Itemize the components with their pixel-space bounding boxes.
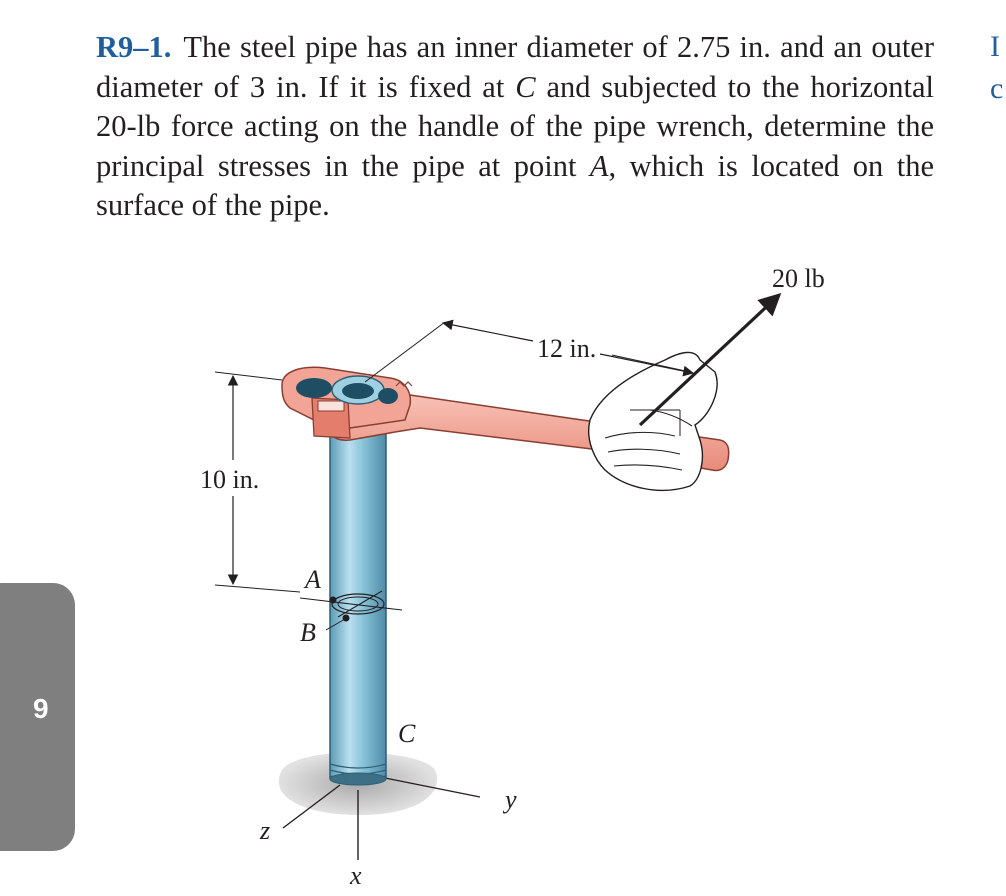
problem-line-2a: an outer diameter of 3 in. If it is fixe… bbox=[96, 30, 934, 104]
axis-z-label: z bbox=[259, 816, 270, 845]
section-diagonal bbox=[337, 590, 383, 618]
pipe-top-hole bbox=[342, 383, 374, 399]
point-c-label: C bbox=[398, 719, 416, 748]
wrench-adjuster bbox=[317, 400, 345, 412]
dim-10-label-bg bbox=[196, 460, 268, 496]
steel-pipe bbox=[329, 419, 387, 779]
height-label: 10 in. bbox=[200, 465, 259, 494]
axis-y-line bbox=[384, 777, 481, 798]
problem-line-2b: and subjected to bbox=[535, 69, 752, 104]
wrench-right-hole bbox=[378, 388, 398, 404]
axis-y-label: y bbox=[502, 785, 517, 814]
point-b-marker bbox=[342, 614, 350, 622]
clipped-text-edge-2: c bbox=[990, 72, 1004, 105]
problem-line-4: wrench, determine the principal stresses… bbox=[96, 109, 934, 183]
symbol-c: C bbox=[515, 69, 536, 104]
problem-statement: R9–1. The steel pipe has an inner diamete… bbox=[96, 28, 934, 226]
problem-line-1: The steel pipe has an inner diameter of … bbox=[183, 30, 825, 64]
force-label: 20 lb bbox=[772, 264, 825, 293]
wrench-left-hole bbox=[296, 378, 332, 398]
force-arrow bbox=[638, 292, 782, 427]
section-ring-outer bbox=[331, 593, 385, 615]
axis-z-line bbox=[282, 784, 341, 829]
length-label: 12 in. bbox=[537, 334, 596, 363]
hand bbox=[588, 351, 718, 492]
dim-12-line-left bbox=[441, 319, 534, 342]
section-ring-inner bbox=[337, 596, 379, 612]
problem-line-5a: point bbox=[513, 148, 590, 183]
dim-10-bottom-ext bbox=[214, 584, 301, 593]
problem-line-3: the horizontal 20-lb force acting on the… bbox=[96, 69, 935, 144]
point-b-leader bbox=[325, 618, 346, 631]
wrench-teeth bbox=[395, 381, 413, 387]
point-b-label: B bbox=[300, 618, 316, 647]
chapter-number: 9 bbox=[33, 693, 49, 724]
pipe-base bbox=[329, 772, 387, 786]
dim-10-top-ext bbox=[214, 371, 283, 381]
chapter-tab bbox=[0, 583, 75, 851]
axis-x-label: x bbox=[349, 861, 362, 890]
problem-number: R9–1. bbox=[96, 30, 172, 64]
clipped-text-edge-1: I bbox=[990, 30, 1000, 63]
dim-12-line-right bbox=[599, 353, 695, 377]
dim-12-ext-left bbox=[364, 321, 446, 383]
problem-line-5b: , which is located on the surface of the… bbox=[96, 148, 935, 223]
section-axis-line bbox=[299, 597, 403, 611]
hand-fingers bbox=[604, 409, 693, 471]
point-a-label: A bbox=[303, 565, 321, 594]
symbol-a: A bbox=[589, 148, 609, 183]
point-a-marker bbox=[329, 596, 337, 604]
